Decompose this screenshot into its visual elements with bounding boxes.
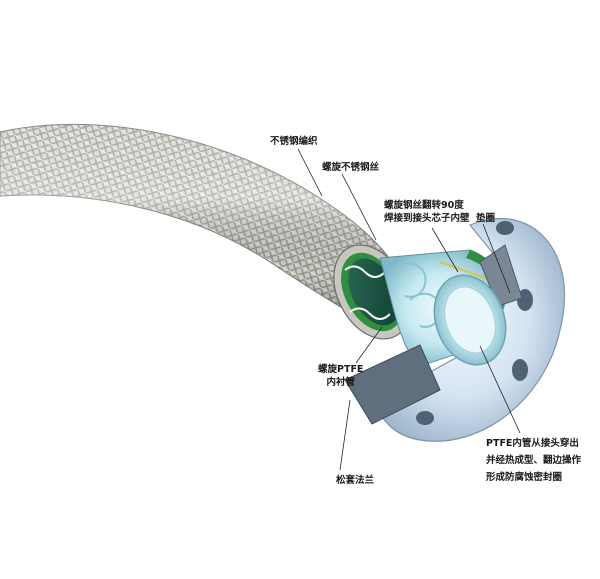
loose-flange	[344, 218, 566, 442]
leader-braid	[297, 148, 323, 197]
label-weld: 螺旋钢丝翻转90度 焊接到接头芯子内壁	[384, 200, 470, 224]
leader-gasket	[482, 223, 511, 294]
label-flange: 松套法兰	[336, 475, 375, 486]
leader-flange	[339, 399, 351, 471]
leader-spiral-wire	[341, 173, 377, 241]
label-ptfe-seal: PTFE内管从接头穿出 并经热成型、翻边操作 形成防腐蚀密封圈	[486, 438, 582, 483]
label-gasket: 垫圈	[476, 213, 496, 224]
leader-ptfe-seal	[479, 345, 521, 434]
label-braid: 不锈钢编织	[270, 136, 318, 147]
leader-weld	[431, 227, 459, 273]
label-liner: 螺旋PTFE 内衬管	[318, 364, 364, 388]
leader-lines	[297, 148, 521, 471]
leader-liner	[355, 326, 383, 364]
label-spiral-wire: 螺旋不锈钢丝	[322, 162, 380, 173]
